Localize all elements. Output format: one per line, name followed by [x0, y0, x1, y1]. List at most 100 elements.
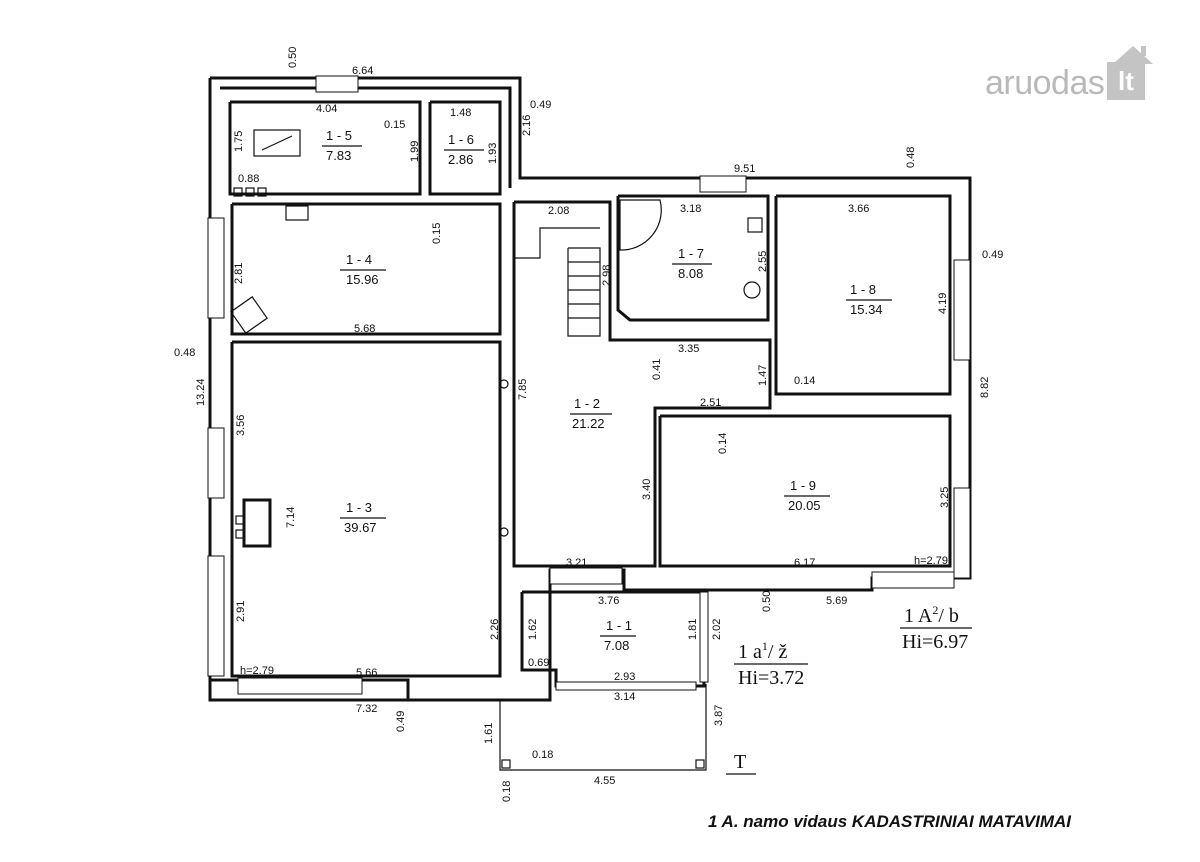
- room-id: 1 - 3: [346, 500, 372, 515]
- dim: 7.14: [285, 507, 297, 528]
- logo-tld: lt: [1107, 62, 1145, 100]
- dim: 0.49: [982, 249, 1003, 261]
- dimension-labels: 0.50 6.64 4.04 1.48 0.49 1.75 0.15 1.99 …: [174, 47, 1003, 802]
- annex-suffix: / ž: [768, 641, 788, 663]
- dim: 3.40: [641, 479, 653, 500]
- dim: 1.47: [757, 365, 769, 386]
- dim: 2.16: [521, 115, 533, 136]
- dim: 2.98: [601, 265, 613, 286]
- room-area: 2.86: [448, 152, 473, 167]
- main-suffix: / b: [938, 605, 959, 627]
- dim: 2.55: [757, 251, 769, 272]
- dim: 3.35: [678, 343, 699, 355]
- dim: 3.87: [713, 705, 725, 726]
- plan-caption: 1 A. namo vidaus KADASTRINIAI MATAVIMAI: [708, 812, 1072, 831]
- dim: 2.81: [233, 263, 245, 284]
- room-id: 1 - 2: [574, 396, 600, 411]
- outer-walls: [208, 76, 972, 702]
- dim: 2.91: [235, 601, 247, 622]
- dim: 0.14: [717, 433, 729, 454]
- dim: 4.55: [594, 775, 615, 787]
- dim: 13.24: [195, 378, 207, 406]
- dim: 7.85: [517, 379, 529, 400]
- dim: 0.15: [431, 223, 443, 244]
- dim: 2.08: [548, 205, 569, 217]
- dim: 1.75: [233, 131, 245, 152]
- main-code: 1 A: [904, 605, 933, 627]
- staircase: [514, 227, 601, 337]
- dim: 3.76: [598, 595, 619, 607]
- room-area: 39.67: [344, 520, 377, 535]
- dim: 9.51: [734, 163, 755, 175]
- fixtures: [230, 129, 763, 548]
- dim: 0.48: [174, 347, 195, 359]
- dim: 3.21: [566, 557, 587, 569]
- room-id: 1 - 4: [346, 252, 372, 267]
- dim: 3.14: [614, 691, 635, 703]
- dim: 3.18: [680, 203, 701, 215]
- room-labels: 1 - 1 7.08 1 - 2 21.22 1 - 3 39.67 1 - 4…: [322, 128, 892, 653]
- dim: 8.82: [979, 377, 991, 398]
- annex-code: 1 a: [738, 641, 762, 663]
- annex-height: Hi=3.72: [738, 667, 804, 689]
- dim: 0.41: [651, 359, 663, 380]
- annex-sup: 1: [762, 639, 768, 653]
- windows: [207, 75, 971, 695]
- dim: 1.61: [483, 723, 495, 744]
- dim: h=2.79: [914, 555, 948, 567]
- room-area: 21.22: [572, 416, 605, 431]
- svg-text:1 a1/ ž: 1 a1/ ž: [738, 639, 787, 663]
- logo-text: aruodas: [985, 64, 1105, 102]
- dim: 3.56: [235, 415, 247, 436]
- dim: 1.48: [450, 107, 471, 119]
- dim: 0.18: [532, 749, 553, 761]
- dim: 2.02: [711, 619, 723, 640]
- dim: 1.62: [527, 619, 539, 640]
- dim: 2.51: [700, 397, 721, 409]
- room-id: 1 - 5: [326, 128, 352, 143]
- dim: 1.81: [687, 619, 699, 640]
- dim: 5.69: [826, 595, 847, 607]
- dim: 0.88: [238, 173, 259, 185]
- dim: 0.49: [395, 711, 407, 732]
- dim: 6.64: [352, 65, 373, 77]
- dim: 2.26: [489, 619, 501, 640]
- aruodas-logo: aruodas lt: [985, 46, 1185, 108]
- house-icon: [1113, 46, 1153, 64]
- room-area: 15.96: [346, 272, 379, 287]
- dim: 2.93: [614, 671, 635, 683]
- room-area: 20.05: [788, 498, 821, 513]
- dim: 1.99: [409, 141, 421, 162]
- dim: 3.25: [939, 487, 951, 508]
- main-sup: 2: [932, 603, 938, 617]
- dim: 0.48: [905, 147, 917, 168]
- dim: 0.49: [530, 99, 551, 111]
- dim: 4.04: [316, 103, 337, 115]
- room-area: 7.83: [326, 148, 351, 163]
- dim: 4.19: [937, 293, 949, 314]
- room-id: 1 - 8: [850, 282, 876, 297]
- room-id: 1 - 9: [790, 478, 816, 493]
- room-area: 8.08: [678, 266, 703, 281]
- terrace-outline: [499, 684, 756, 775]
- dim: 3.66: [848, 203, 869, 215]
- room-id: 1 - 1: [606, 618, 632, 633]
- dim: 5.66: [356, 667, 377, 679]
- building-labels: 1 A2/ b Hi=6.97 1 a1/ ž Hi=3.72 T: [734, 603, 972, 773]
- dim: 6.17: [794, 557, 815, 569]
- room-id: 1 - 6: [448, 132, 474, 147]
- terrace-label: T: [734, 751, 746, 773]
- room-area: 15.34: [850, 302, 883, 317]
- svg-text:1 A2/ b: 1 A2/ b: [904, 603, 959, 627]
- dim: h=2.79: [240, 665, 274, 677]
- dim: 1.93: [487, 143, 499, 164]
- dim: 5.68: [354, 323, 375, 335]
- dim: 0.15: [384, 119, 405, 131]
- main-height: Hi=6.97: [902, 631, 968, 653]
- dim: 0.14: [794, 375, 815, 387]
- dim: 0.18: [501, 781, 513, 802]
- dim: 7.32: [356, 703, 377, 715]
- dim: 0.50: [761, 591, 773, 612]
- dim: 0.50: [287, 47, 299, 68]
